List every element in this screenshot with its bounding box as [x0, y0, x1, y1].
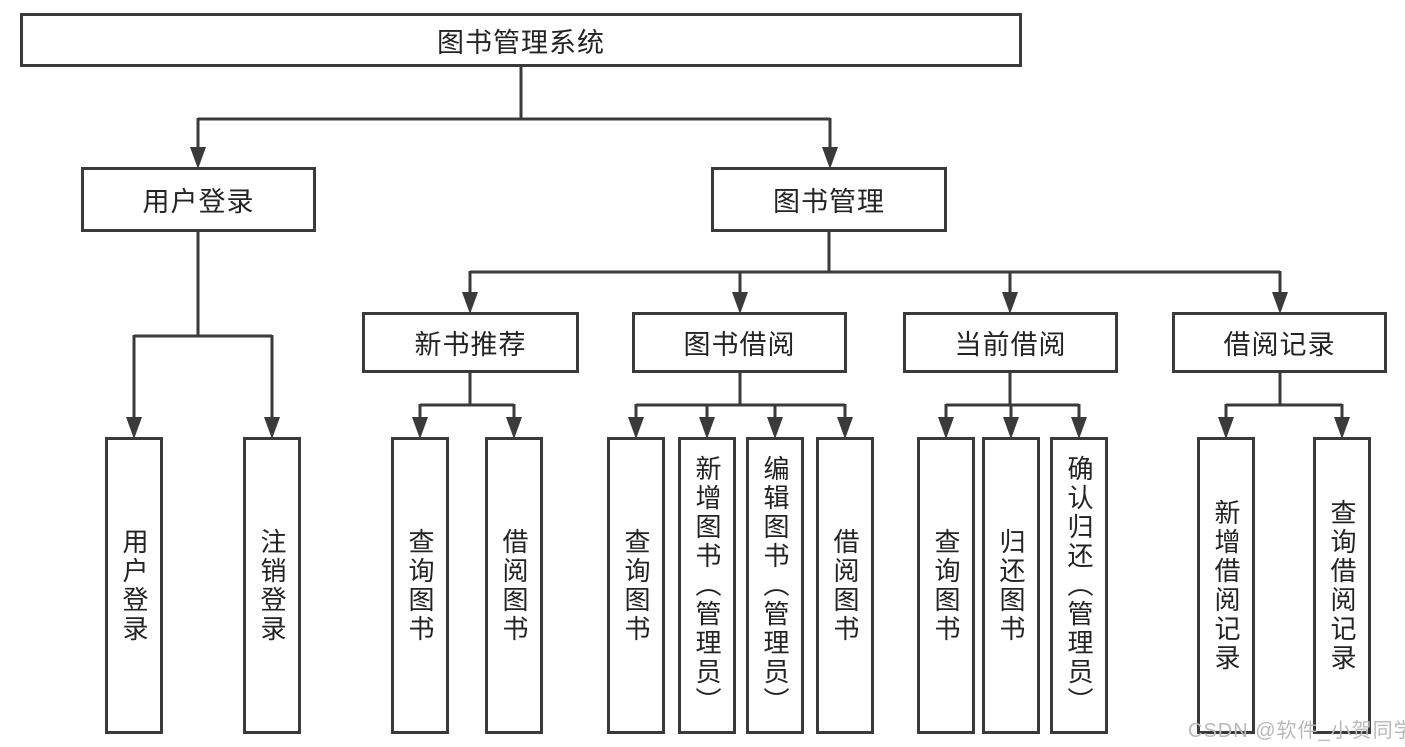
leaf-borrow-books-recommend: 借阅图书: [485, 437, 543, 734]
leaf-query-borrow-record: 查询借阅记录: [1313, 437, 1371, 734]
watermark-text: CSDN @软件_小贺同学: [1188, 720, 1405, 742]
arrowhead-book-mgmt: [822, 147, 838, 169]
arrowhead-leaf-confirm-return: [1071, 417, 1087, 439]
leaf-logout: 注销登录: [243, 437, 301, 734]
arrowhead-leaf-user-login: [126, 417, 142, 439]
leaf-query-books-recommend: 查询图书: [391, 437, 449, 734]
leaf-edit-books-admin: 编辑图书（管理员）: [746, 437, 804, 734]
arrowhead-leaf-borrow2: [837, 417, 853, 439]
arrowhead-borrow-record: [1272, 292, 1288, 314]
arrowhead-leaf-add-book: [699, 417, 715, 439]
leaf-query-books-current: 查询图书: [917, 437, 975, 734]
leaf-confirm-return-admin: 确认归还（管理员）: [1050, 437, 1108, 734]
arrowhead-leaf-query-record: [1334, 417, 1350, 439]
arrowhead-leaf-return: [1003, 417, 1019, 439]
leaf-borrow-books: 借阅图书: [816, 437, 874, 734]
arrowhead-new-book: [462, 292, 478, 314]
leaf-add-books-admin: 新增图书（管理员）: [678, 437, 736, 734]
leaf-return-books: 归还图书: [982, 437, 1040, 734]
node-borrowing-records: 借阅记录: [1172, 312, 1387, 373]
leaf-user-login: 用户登录: [105, 437, 163, 734]
node-book-borrowing: 图书借阅: [632, 312, 847, 373]
leaf-add-borrow-record: 新增借阅记录: [1197, 437, 1255, 734]
node-current-borrowing: 当前借阅: [903, 312, 1118, 373]
arrowhead-leaf-add-record: [1218, 417, 1234, 439]
arrowhead-leaf-query2: [628, 417, 644, 439]
arrowhead-leaf-query3: [938, 417, 954, 439]
node-root: 图书管理系统: [20, 13, 1022, 67]
arrowhead-book-borrow: [732, 292, 748, 314]
node-book-management: 图书管理: [711, 167, 947, 232]
leaf-query-books-borrow: 查询图书: [607, 437, 665, 734]
arrowhead-leaf-query1: [412, 417, 428, 439]
arrowhead-current-borrow: [1002, 292, 1018, 314]
arrowhead-leaf-borrow1: [506, 417, 522, 439]
arrowhead-leaf-edit-book: [767, 417, 783, 439]
arrowhead-user-login: [190, 147, 206, 169]
node-user-login: 用户登录: [81, 167, 316, 232]
node-new-book-recommendation: 新书推荐: [362, 312, 579, 373]
arrowhead-leaf-logout: [264, 417, 280, 439]
